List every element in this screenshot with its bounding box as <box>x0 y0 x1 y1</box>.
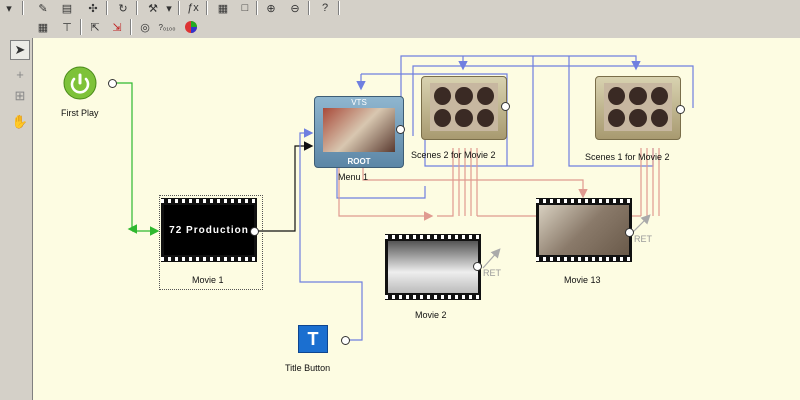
grid-layout-icon[interactable]: ▦ <box>37 21 49 34</box>
toolbar-separator <box>338 1 340 15</box>
movie1-node[interactable]: 72 Production <box>161 198 257 262</box>
scenes1-thumbnail <box>604 83 672 131</box>
main-toolbar: ▾ ✎ ▤ ✣ ↻ ⚒ ▾ ƒx ▦ □ ⊕ ⊖ ? <box>0 0 800 18</box>
movie1-thumbnail: 72 Production <box>164 205 254 255</box>
toolbar-separator <box>80 19 82 35</box>
connection-lines <box>117 55 694 341</box>
movie2-label: Movie 2 <box>415 310 447 320</box>
title-button-node[interactable]: T <box>298 325 328 353</box>
scenes1-label: Scenes 1 for Movie 2 <box>585 152 670 162</box>
hand-tool-icon[interactable]: ✋ <box>11 114 29 129</box>
toolbar-separator <box>308 1 310 15</box>
zoom-in-icon[interactable]: ⊕ <box>266 2 276 15</box>
first-play-label: First Play <box>61 108 99 118</box>
pointer-tool-icon[interactable]: ➤ <box>10 40 30 60</box>
function-icon[interactable]: ƒx <box>187 2 199 14</box>
movie2-thumbnail <box>388 241 478 293</box>
magic-wand-icon[interactable]: ⚒ <box>148 2 158 15</box>
toolbar-separator <box>256 1 258 15</box>
toolbar-separator <box>178 1 180 15</box>
menu1-port[interactable] <box>396 125 405 134</box>
movie2-node[interactable] <box>385 234 481 300</box>
menu1-root-label: ROOT <box>347 157 371 166</box>
scenes2-thumbnail <box>430 83 498 131</box>
first-play-port[interactable] <box>108 79 117 88</box>
movie2-ret-label: RET <box>483 268 501 278</box>
movie13-label: Movie 13 <box>564 275 601 285</box>
toolbar-separator <box>206 1 208 15</box>
scenes2-node[interactable] <box>421 76 507 140</box>
secondary-toolbar: ▦ ⊤ ⇱ ⇲ ◎ ?₀₁₀₀ <box>0 17 800 39</box>
movie13-port[interactable] <box>625 228 634 237</box>
edit-icon[interactable]: ✎ <box>38 2 48 15</box>
title-button-port[interactable] <box>341 336 350 345</box>
menu1-node[interactable]: VTS ROOT <box>314 96 404 168</box>
menu1-thumbnail <box>323 108 395 152</box>
toolbar-separator <box>106 1 108 15</box>
zoom-out-icon[interactable]: ⊖ <box>290 2 300 15</box>
link-nodes-icon[interactable]: ⇱ <box>90 21 100 34</box>
menu1-top-label: VTS <box>351 98 367 107</box>
disc-icon[interactable]: ◎ <box>140 21 150 34</box>
movie1-port[interactable] <box>250 227 259 236</box>
add-tool-icon[interactable]: + <box>16 66 24 82</box>
movie1-selection <box>159 195 263 290</box>
help-icon[interactable]: ? <box>321 2 329 14</box>
counter-icon[interactable]: ?₀₁₀₀ <box>158 22 176 32</box>
dropdown-arrow-icon[interactable]: ▾ <box>6 2 12 15</box>
insert-tool-icon[interactable]: ⊞ <box>14 88 26 103</box>
scenes2-label: Scenes 2 for Movie 2 <box>411 150 496 160</box>
scenes1-port[interactable] <box>676 105 685 114</box>
unlink-nodes-icon[interactable]: ⇲ <box>112 21 122 34</box>
title-text-icon: T <box>307 328 319 349</box>
chevron-down-icon[interactable]: ▾ <box>166 2 172 15</box>
authoring-canvas[interactable]: First Play 72 Production Movie 1 VTS ROO… <box>33 38 800 400</box>
link-movie1-menu1 <box>258 141 314 232</box>
movie13-ret-label: RET <box>634 234 652 244</box>
toolbar-separator <box>130 19 132 35</box>
grid-icon[interactable]: ▦ <box>217 2 229 15</box>
movie13-node[interactable] <box>536 198 632 262</box>
toolbar-separator <box>22 1 24 15</box>
refresh-icon[interactable]: ↻ <box>118 2 128 15</box>
tools-icon[interactable]: ✣ <box>88 2 98 15</box>
movie13-thumbnail <box>539 205 629 255</box>
link-title-button-menu1 <box>299 128 363 341</box>
menu1-label: Menu 1 <box>338 172 369 182</box>
movie2-port[interactable] <box>473 262 482 271</box>
layers-icon[interactable]: ▤ <box>61 2 73 15</box>
scenes2-port[interactable] <box>501 102 510 111</box>
square-icon[interactable]: □ <box>241 2 249 14</box>
title-button-label: Title Button <box>285 363 331 373</box>
movie1-label: Movie 1 <box>192 275 224 285</box>
toolbar-separator <box>136 1 138 15</box>
align-icon[interactable]: ⊤ <box>62 21 72 34</box>
scenes1-node[interactable] <box>595 76 681 140</box>
first-play-node[interactable] <box>63 66 97 100</box>
power-icon <box>63 66 97 100</box>
tool-palette: ➤ + ⊞ ✋ <box>8 38 33 400</box>
color-wheel-icon[interactable] <box>182 19 200 35</box>
link-first-play-movie1 <box>117 82 138 234</box>
